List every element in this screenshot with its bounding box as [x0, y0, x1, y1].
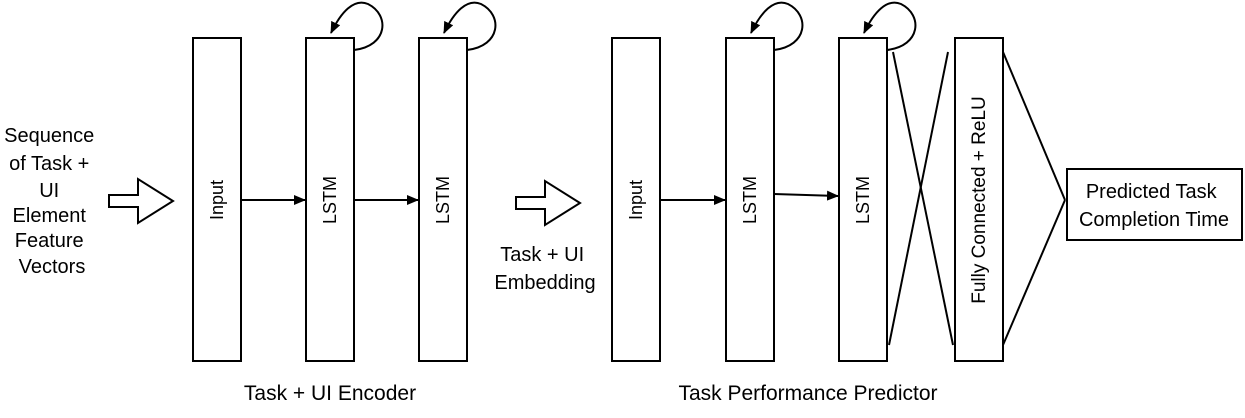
predictor-lstm-layer-1 [725, 37, 775, 362]
encoder-caption: Task + UI Encoder [244, 382, 416, 405]
output-label: Predicted Task Completion Time [1079, 181, 1229, 231]
fully-connected-label: Fully Connected + ReLU [969, 96, 990, 304]
predictor-lstm-label-2: LSTM [853, 176, 873, 224]
predictor-input-label: Input [626, 180, 646, 220]
cross-connection-line [888, 51, 949, 346]
encoder-lstm-label-2: LSTM [433, 176, 453, 224]
recurrent-loop-icon [443, 1, 497, 51]
encoder-lstm-layer-2 [418, 37, 468, 362]
predictor-caption: Task Performance Predictor [678, 382, 937, 405]
output-connection-line [1002, 51, 1066, 201]
predictor-input-layer [611, 37, 661, 362]
encoder-lstm-label-1: LSTM [320, 176, 340, 224]
recurrent-loop-icon [863, 1, 917, 51]
output-connection-line [1002, 199, 1066, 346]
predictor-arrow-2 [773, 190, 839, 201]
hollow-arrow-icon [108, 177, 175, 225]
embedding-label: Task + UI Embedding [494, 244, 595, 294]
input-feature-label: Sequence of Task + UI Element Feature Ve… [4, 125, 100, 278]
predictor-lstm-label-1: LSTM [740, 176, 760, 224]
encoder-input-label: Input [207, 180, 227, 220]
cross-connection-line [892, 51, 954, 346]
output-box [1066, 168, 1243, 241]
recurrent-loop-icon [330, 1, 384, 51]
encoder-input-layer [192, 37, 242, 362]
predictor-lstm-layer-2 [838, 37, 888, 362]
fully-connected-layer [954, 37, 1004, 362]
hollow-arrow-icon [515, 179, 582, 227]
recurrent-loop-icon [750, 1, 804, 51]
encoder-lstm-layer-1 [305, 37, 355, 362]
